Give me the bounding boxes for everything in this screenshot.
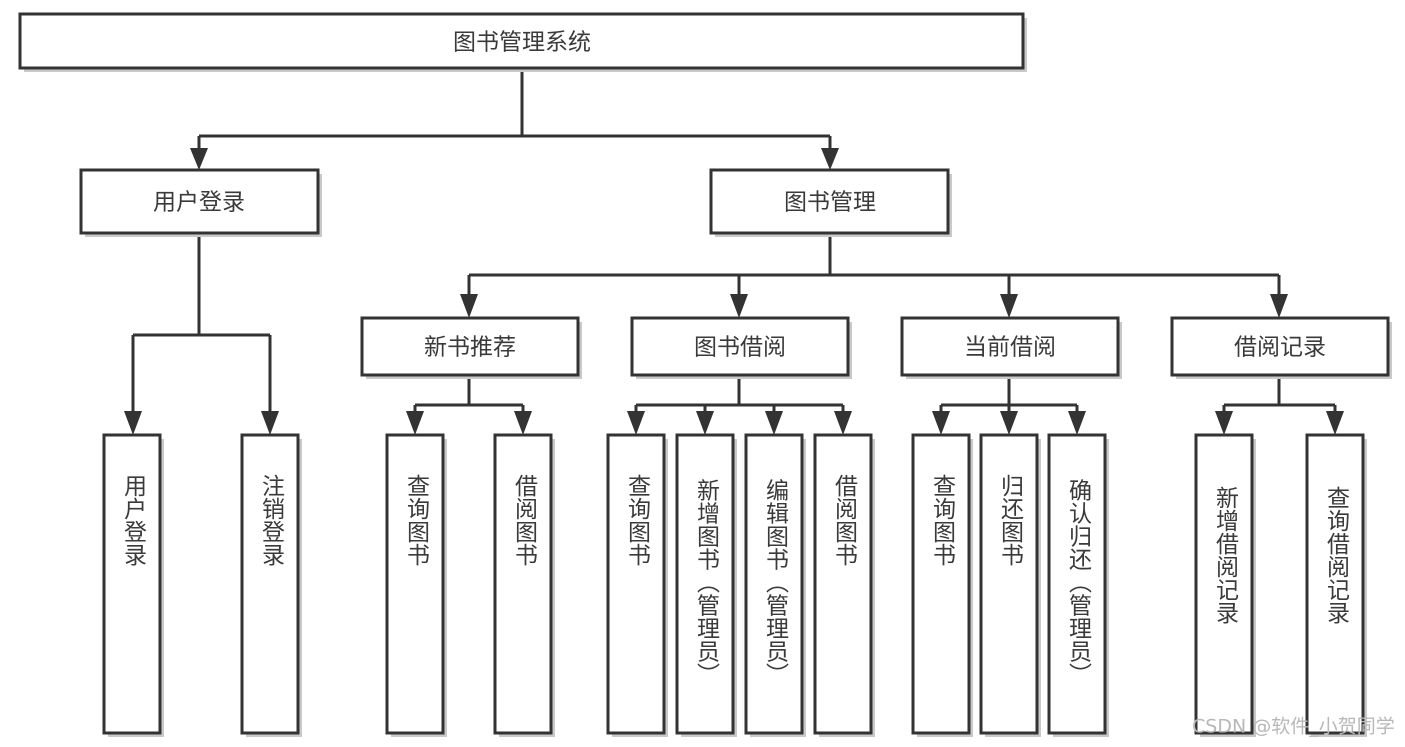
leaf-node-query-book-2[interactable]: 查询图书 (606, 433, 668, 737)
node-new-book-recommend[interactable]: 新书推荐 (360, 316, 582, 379)
leaf-node-query-book-1[interactable]: 查询图书 (385, 433, 447, 737)
arrow-head-leaf-add-record (1215, 411, 1233, 435)
arrow-head-book-borrow (730, 294, 748, 318)
node-rect[interactable] (979, 433, 1039, 735)
node-rect[interactable] (606, 433, 666, 735)
leaf-node-add-record[interactable]: 新增借阅记录 (1194, 433, 1256, 737)
node-rect[interactable] (1305, 433, 1365, 735)
arrow-head-leaf-edit-book (765, 411, 783, 435)
arrow-head-leaf-query-book-2 (627, 411, 645, 435)
node-label: 确认归还（管理员） (1065, 479, 1093, 686)
leaf-node-logout-login[interactable]: 注销登录 (240, 433, 302, 737)
arrow-head-book-manage (821, 148, 839, 170)
node-label: 注销登录 (258, 474, 286, 566)
leaf-node-edit-book[interactable]: 编辑图书（管理员） (744, 433, 806, 737)
node-rect[interactable] (18, 12, 1025, 70)
node-root-book-management-system[interactable]: 图书管理系统 (18, 12, 1027, 72)
arrow-head-leaf-return-book (1000, 411, 1018, 435)
leaf-node-borrow-book-1[interactable]: 借阅图书 (493, 433, 555, 737)
node-rect[interactable] (1047, 433, 1107, 735)
arrow-head-user-login (190, 148, 208, 170)
node-user-login[interactable]: 用户登录 (79, 168, 322, 237)
node-label: 归还图书 (997, 474, 1025, 566)
arrow-head-leaf-query-book-1 (406, 411, 424, 435)
node-rect[interactable] (630, 316, 850, 377)
node-rect[interactable] (813, 433, 873, 735)
arrow-head-leaf-query-book-3 (932, 411, 950, 435)
node-rect[interactable] (900, 316, 1120, 377)
node-label: 新书推荐 (424, 335, 516, 361)
arrow-head-leaf-query-record (1326, 411, 1344, 435)
node-label: 图书借阅 (694, 335, 786, 361)
node-rect[interactable] (675, 433, 735, 735)
leaf-node-query-book-3[interactable]: 查询图书 (911, 433, 973, 737)
arrow-head-leaf-confirm-return (1068, 411, 1086, 435)
node-label: 编辑图书（管理员） (762, 479, 790, 686)
arrow-head-leaf-borrow-book-1 (514, 411, 532, 435)
arrow-head-leaf-borrow-book-2 (834, 411, 852, 435)
node-rect[interactable] (493, 433, 553, 735)
arrow-head-borrow-record (1270, 294, 1288, 318)
leaf-node-return-book[interactable]: 归还图书 (979, 433, 1041, 737)
node-label: 查询图书 (403, 474, 431, 566)
node-label: 当前借阅 (964, 335, 1056, 361)
arrow-head-new-book-recommend (460, 294, 478, 318)
arrow-head-current-borrow (1000, 294, 1018, 318)
node-label: 查询图书 (929, 474, 957, 566)
node-current-borrow[interactable]: 当前借阅 (900, 316, 1122, 379)
node-rect[interactable] (744, 433, 804, 735)
node-label: 图书管理系统 (453, 30, 591, 56)
node-rect[interactable] (709, 168, 950, 235)
connector-layer (124, 69, 1344, 435)
node-rect[interactable] (79, 168, 320, 235)
leaf-node-query-record[interactable]: 查询借阅记录 (1305, 433, 1367, 737)
node-rect[interactable] (360, 316, 580, 377)
node-rect[interactable] (911, 433, 971, 735)
leaf-node-confirm-return[interactable]: 确认归还（管理员） (1047, 433, 1109, 737)
node-label: 查询借阅记录 (1323, 486, 1351, 624)
arrow-head-leaf-user-login (124, 411, 142, 435)
node-rect[interactable] (240, 433, 300, 735)
arrow-head-leaf-add-book (696, 411, 714, 435)
node-book-manage[interactable]: 图书管理 (709, 168, 952, 237)
arrow-head-leaf-logout-login (261, 411, 279, 435)
node-label: 新增图书（管理员） (693, 479, 721, 686)
node-book-borrow[interactable]: 图书借阅 (630, 316, 852, 379)
node-rect[interactable] (385, 433, 445, 735)
node-label: 用户登录 (120, 474, 148, 566)
leaf-node-borrow-book-2[interactable]: 借阅图书 (813, 433, 875, 737)
node-borrow-record[interactable]: 借阅记录 (1170, 316, 1392, 379)
leaf-node-user-login[interactable]: 用户登录 (102, 433, 164, 737)
node-rect[interactable] (1194, 433, 1254, 735)
node-label: 查询图书 (624, 474, 652, 566)
node-rect[interactable] (1170, 316, 1390, 377)
node-rect[interactable] (102, 433, 162, 735)
leaf-node-add-book[interactable]: 新增图书（管理员） (675, 433, 737, 737)
node-label: 借阅记录 (1234, 335, 1326, 361)
node-label: 图书管理 (784, 190, 876, 216)
node-label: 用户登录 (153, 190, 245, 216)
node-label: 新增借阅记录 (1212, 486, 1240, 624)
node-label: 借阅图书 (831, 474, 859, 566)
csdn-watermark: CSDN @软件_小贺同学 (1192, 716, 1395, 738)
node-label: 借阅图书 (511, 474, 539, 566)
